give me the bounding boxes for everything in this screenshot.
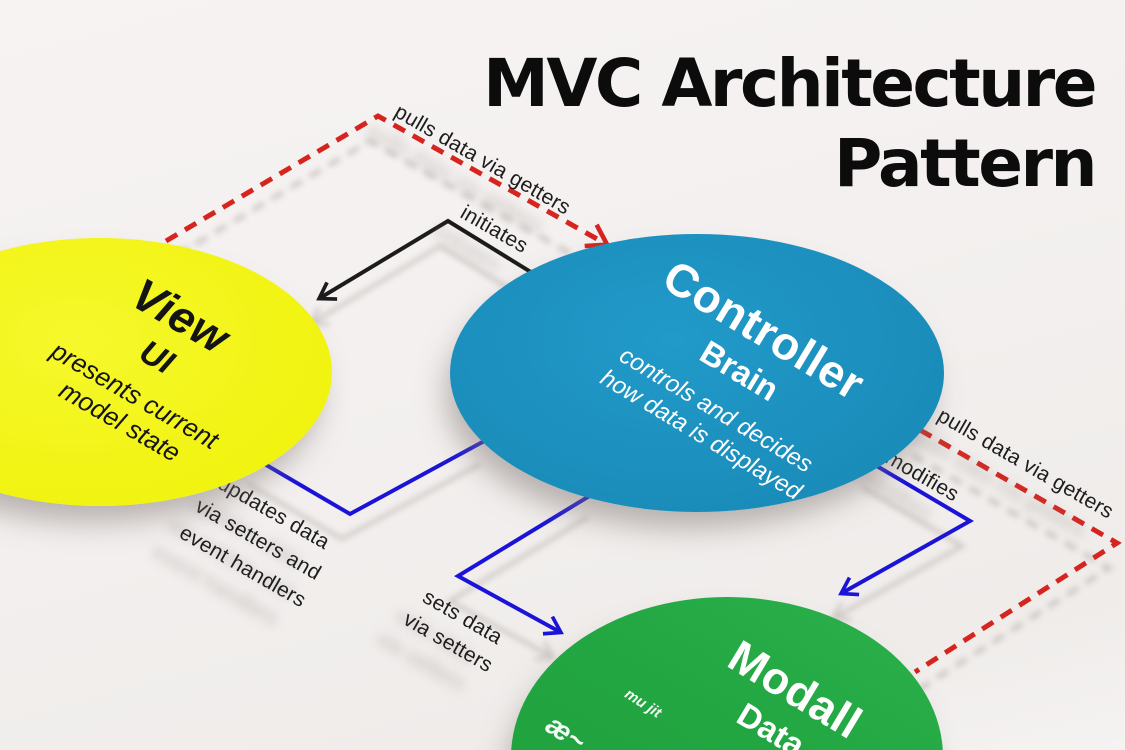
edge-initiates-arrow	[316, 218, 562, 301]
page-title: MVC Architecture Pattern	[483, 44, 1098, 204]
edge-pulls-data-right-dashed	[913, 427, 1122, 675]
edge-modifies-arrow	[838, 460, 975, 597]
node-controller: Controller Brain controls and decides ho…	[450, 234, 944, 512]
edge-sets-data-arrow	[454, 490, 598, 636]
page-title-line2: Pattern	[833, 125, 1098, 202]
node-controller-text: Controller Brain controls and decides ho…	[595, 248, 876, 507]
edge-updates-data-line	[254, 437, 489, 517]
node-model-garbled-flourish: æ~	[540, 708, 592, 750]
node-view-text: View UI presents current model state	[31, 247, 275, 481]
node-model-garbled-text: mu jit	[621, 685, 665, 722]
node-model-text: Modall Data	[699, 630, 871, 750]
page-title-line1: MVC Architecture	[483, 45, 1097, 122]
edge-pulls-data-left-dashed	[164, 113, 611, 249]
